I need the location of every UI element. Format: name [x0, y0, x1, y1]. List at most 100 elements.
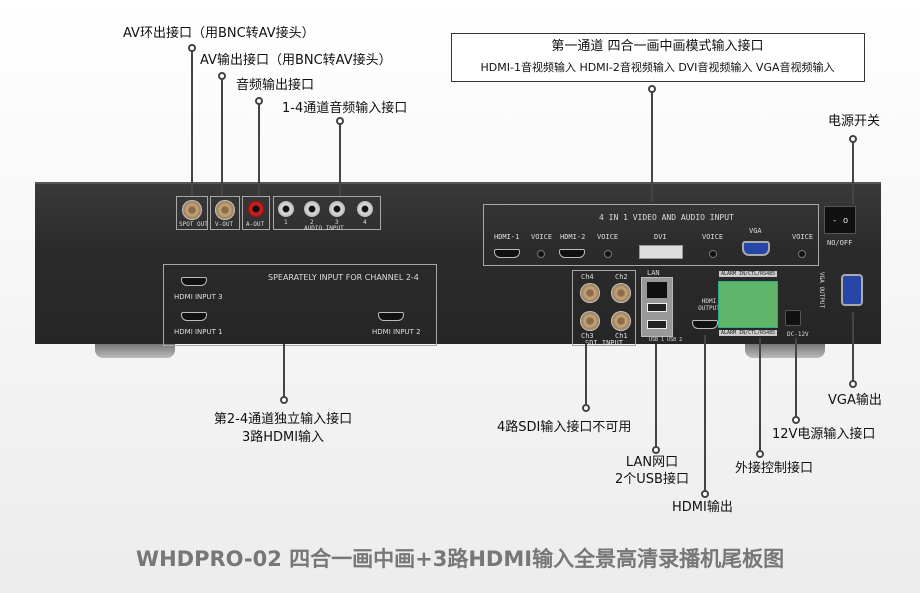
dvi-port-icon: [639, 245, 683, 259]
hdmi-input-3-label: HDMI INPUT 3: [174, 293, 223, 301]
lan-usb-block: [641, 277, 673, 337]
callout-line: [585, 344, 587, 408]
rca-connector-icon: [304, 201, 320, 217]
voice-label: VOICE: [597, 233, 619, 241]
voice-label: VOICE: [531, 233, 553, 241]
sdi-callout: 4路SDI输入接口不可用: [497, 420, 632, 435]
callout-dot: [280, 396, 288, 404]
sdi-ch-label: Ch2: [615, 273, 628, 281]
ch24-callout-line1: 第2-4通道独立输入接口: [213, 412, 353, 427]
hdmi-1-label: HDMI-1: [494, 233, 520, 241]
power-switch[interactable]: - o: [824, 206, 856, 234]
callout-dot: [849, 135, 857, 143]
alarm-terminal-block[interactable]: [718, 281, 778, 328]
control-callout: 外接控制接口: [735, 461, 814, 476]
bnc-connector-icon: [215, 200, 235, 220]
bnc-connector-icon: [580, 283, 600, 303]
audio-in-callout: 1-4通道音频输入接口: [282, 101, 408, 116]
vga-output-label: VGA OUTPUT: [818, 272, 825, 309]
spot-out-box: SPOT OUT: [176, 196, 208, 230]
sdi-ch-label: Ch1: [615, 332, 628, 340]
callout-line: [704, 335, 706, 493]
callout-line: [191, 50, 193, 196]
channel-2-4-box: SPEARATELY INPUT FOR CHANNEL 2-4 HDMI IN…: [163, 264, 437, 346]
callout-dot: [255, 97, 263, 105]
vga-out-callout: VGA输出: [828, 393, 882, 408]
callout-dot: [792, 416, 800, 424]
bnc-connector-icon: [611, 311, 631, 331]
spot-out-label: SPOT OUT: [179, 221, 208, 228]
callout-dot: [756, 450, 764, 458]
lan-label: LAN: [647, 269, 660, 277]
sdi-input-box: Ch4 Ch2 Ch3 Ch1 SDI INPUT: [572, 270, 636, 347]
vga-output-port-icon[interactable]: [841, 274, 863, 306]
callout-line: [651, 90, 653, 202]
callout-line: [852, 312, 854, 384]
sdi-ch-label: Ch3: [581, 332, 594, 340]
vga-label: VGA: [749, 227, 762, 235]
callout-dot: [849, 380, 857, 388]
four-in-one-box: 4 IN 1 VIDEO AND AUDIO INPUT HDMI-1 VOIC…: [483, 204, 819, 266]
audio-jack-icon: [709, 250, 717, 258]
a-out-box: A-OUT: [242, 196, 270, 230]
hdmi-output-label: HDMI OUTPUT: [698, 298, 720, 312]
v-out-box: V-OUT: [210, 196, 240, 230]
hdmi-port-icon: [378, 312, 404, 321]
rca-connector-icon: [329, 201, 345, 217]
hdmi-out-callout: HDMI输出: [672, 500, 733, 515]
callout-line: [339, 122, 341, 196]
hdmi-port-icon: [494, 249, 520, 258]
alarm-top-label: ALARM IN/CTL/RS485: [719, 271, 778, 277]
channel1-callout-box: 第一通道 四合一画中画模式输入接口 HDMI-1音视频输入 HDMI-2音视频输…: [451, 33, 865, 82]
audio-jack-icon: [604, 250, 612, 258]
bnc-connector-icon: [611, 283, 631, 303]
power-in-callout: 12V电源输入接口: [772, 427, 876, 442]
callout-dot: [218, 72, 226, 80]
audio-out-callout: 音频输出接口: [236, 78, 315, 93]
power-switch-callout: 电源开关: [828, 114, 881, 129]
dc-label: DC-12V: [787, 331, 809, 338]
hdmi-port-icon: [181, 277, 207, 286]
ch24-callout-line2: 3路HDMI输入: [241, 430, 325, 445]
a-out-label: A-OUT: [246, 221, 265, 228]
audio-num: 2: [310, 219, 314, 226]
rca-connector-icon: [278, 201, 294, 217]
usb-port-icon[interactable]: [647, 303, 667, 312]
callout-line: [221, 76, 223, 196]
chassis-foot: [95, 344, 175, 358]
hdmi-port-icon[interactable]: [692, 320, 718, 329]
audio-jack-icon: [798, 250, 806, 258]
hdmi-2-label: HDMI-2: [560, 233, 586, 241]
lan-callout-line1: LAN网口: [625, 455, 679, 470]
device-rear-panel: SPOT OUT V-OUT A-OUT 1 2 3 4 AUDIO INPUT…: [35, 182, 881, 347]
rca-connector-icon: [248, 201, 264, 217]
audio-num: 1: [284, 219, 288, 226]
callout-dot: [336, 117, 344, 125]
av-out-callout: AV输出接口（用BNC转AV接头）: [200, 53, 392, 68]
dc-power-jack-icon[interactable]: [785, 310, 801, 326]
callout-dot: [648, 85, 656, 93]
rca-connector-icon: [357, 201, 373, 217]
audio-jack-icon: [537, 250, 545, 258]
audio-input-label: AUDIO INPUT: [304, 225, 344, 232]
lan-port-icon[interactable]: [647, 282, 667, 298]
usb-port-icon[interactable]: [647, 320, 667, 329]
sdi-ch-label: Ch4: [581, 273, 594, 281]
callout-dot: [188, 44, 196, 52]
channel1-subtitle: HDMI-1音视频输入 HDMI-2音视频输入 DVI音视频输入 VGA音视频输…: [480, 61, 835, 74]
callout-line: [258, 102, 260, 196]
usb-label: USB 1 USB 2: [649, 337, 683, 343]
hdmi-input-2-label: HDMI INPUT 2: [372, 328, 421, 336]
audio-num: 4: [363, 219, 367, 226]
bnc-connector-icon: [182, 200, 202, 220]
audio-input-box: 1 2 3 4 AUDIO INPUT: [273, 196, 381, 232]
hdmi-port-icon: [559, 249, 585, 258]
voice-label: VOICE: [792, 233, 814, 241]
bnc-connector-icon: [580, 311, 600, 331]
chassis-foot: [745, 344, 825, 358]
callout-dot: [701, 490, 709, 498]
alarm-bottom-label: ALARM IN/CTL/RS485: [719, 330, 778, 336]
callout-line: [795, 338, 797, 420]
av-loop-out-callout: AV环出接口（用BNC转AV接头）: [123, 26, 315, 41]
hdmi-port-icon: [181, 312, 207, 321]
